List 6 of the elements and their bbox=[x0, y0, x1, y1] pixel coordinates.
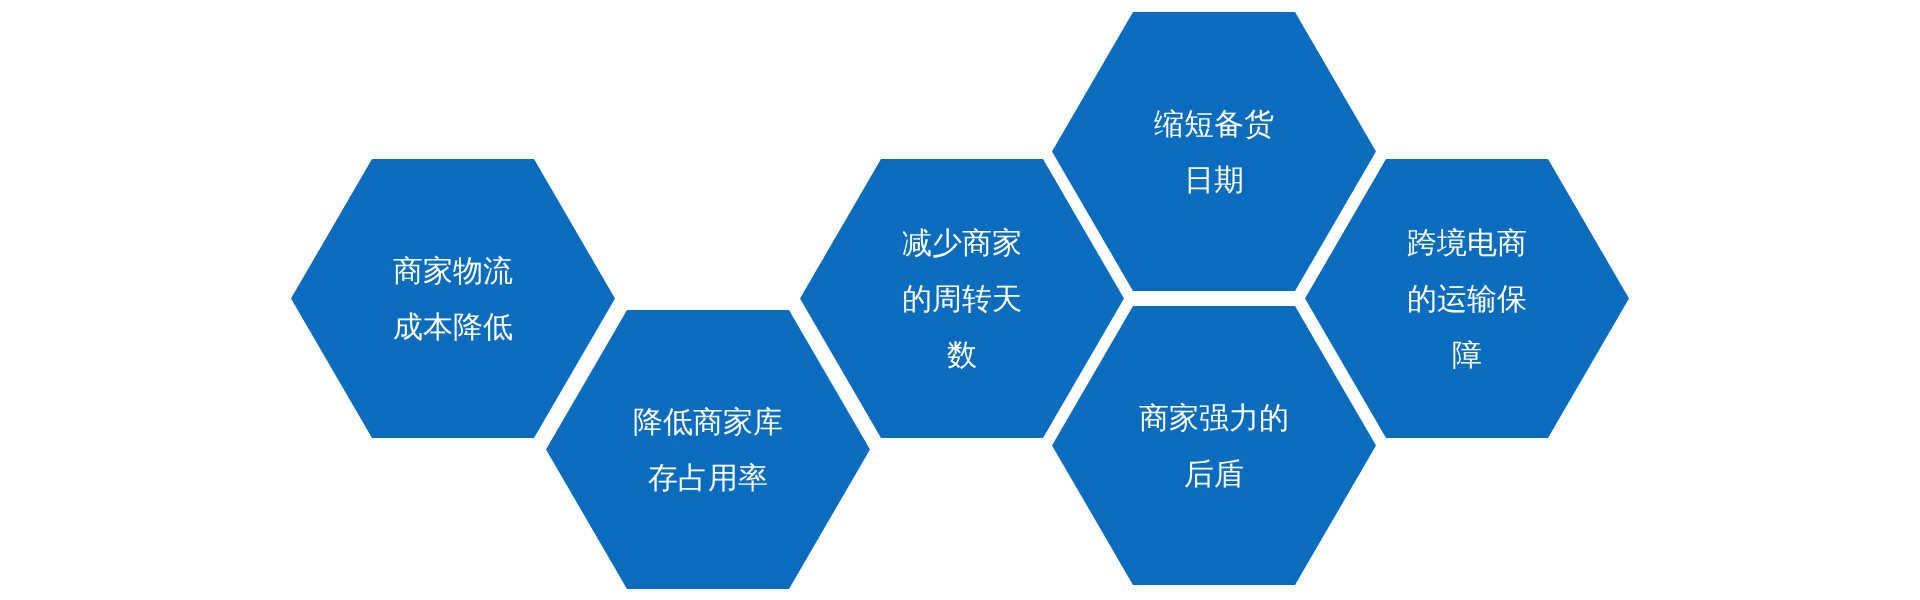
hexagon-label: 跨境电商的运输保障 bbox=[1406, 223, 1528, 374]
hexagon-label: 缩短备货日期 bbox=[1153, 104, 1275, 199]
hexagon-label: 降低商家库存占用率 bbox=[632, 402, 784, 497]
hexagon-label: 减少商家的周转天数 bbox=[901, 223, 1023, 374]
hexagon-label: 商家物流成本降低 bbox=[392, 251, 514, 346]
hexagon-label: 商家强力的后盾 bbox=[1138, 398, 1290, 493]
